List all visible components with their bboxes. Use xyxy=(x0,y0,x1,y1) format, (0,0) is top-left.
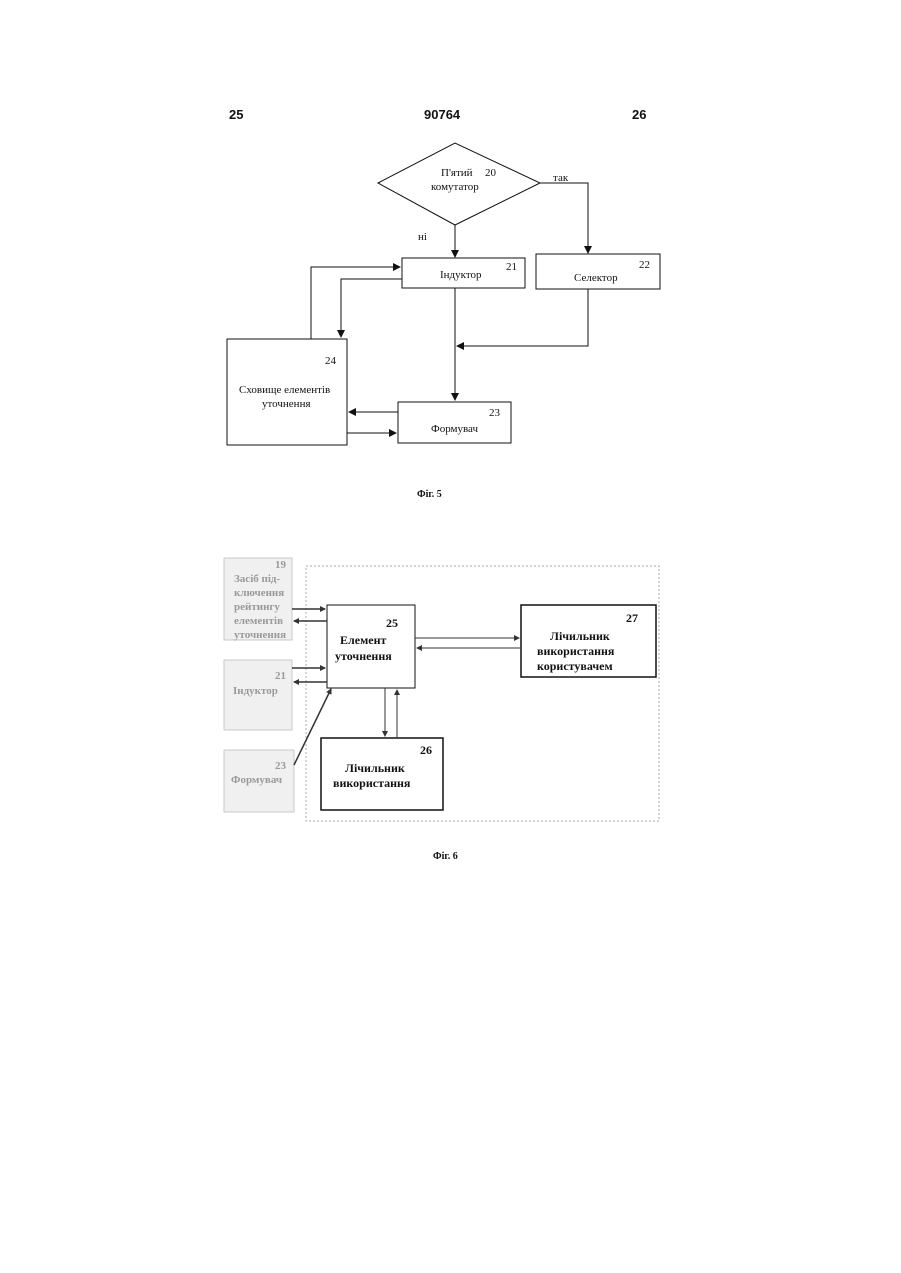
storage-line1: Сховище елементів xyxy=(239,384,330,396)
fig5-caption: Фіг. 5 xyxy=(417,489,442,500)
user-usage-counter-line1: Лічильник xyxy=(550,629,610,643)
rating-tool-line1: Засіб під- xyxy=(234,573,280,585)
arrow-selector-to-former xyxy=(457,289,588,346)
selector-number: 22 xyxy=(639,259,650,271)
user-usage-counter-line3: користувачем xyxy=(537,659,613,673)
inductor-grey-number: 21 xyxy=(275,670,286,682)
arrow-commutator-to-selector xyxy=(540,183,588,253)
usage-counter-number: 26 xyxy=(420,743,432,757)
selector-label: Селектор xyxy=(574,272,618,284)
rating-tool-number: 19 xyxy=(275,559,287,571)
storage-line2: уточнення xyxy=(262,398,311,410)
former-grey-label: Формувач xyxy=(231,774,282,786)
former-number: 23 xyxy=(489,407,501,419)
rating-tool-line3: рейтингу xyxy=(234,601,280,613)
refinement-element-number: 25 xyxy=(386,616,398,630)
commutator-line2: комутатор xyxy=(431,181,479,193)
commutator-line1: П'ятий xyxy=(441,167,473,179)
fig5-diagram: П'ятий 20 комутатор так ні Індуктор 21 С… xyxy=(227,143,660,500)
refinement-element-line1: Елемент xyxy=(340,633,386,647)
inductor-number: 21 xyxy=(506,261,517,273)
former-label: Формувач xyxy=(431,423,478,435)
arrow-inductor-to-storage xyxy=(341,279,402,337)
rating-tool-line5: уточнення xyxy=(234,629,286,641)
fig6-caption: Фіг. 6 xyxy=(433,851,458,862)
user-usage-counter-number: 27 xyxy=(626,611,638,625)
refinement-element-line2: уточнення xyxy=(335,649,392,663)
storage-number: 24 xyxy=(325,355,337,367)
inductor-grey-label: Індуктор xyxy=(233,685,278,697)
rating-tool-line2: ключення xyxy=(234,587,284,599)
branch-no-label: ні xyxy=(418,231,427,243)
usage-counter-line1: Лічильник xyxy=(345,761,405,775)
user-usage-counter-line2: використання xyxy=(537,644,615,658)
rating-tool-line4: елементів xyxy=(234,615,283,627)
commutator-number: 20 xyxy=(485,167,497,179)
inductor-label: Індуктор xyxy=(440,269,482,281)
branch-yes-label: так xyxy=(553,172,569,184)
fig6-diagram: 19 Засіб під- ключення рейтингу елементі… xyxy=(224,558,659,862)
usage-counter-line2: використання xyxy=(333,776,411,790)
former-grey-number: 23 xyxy=(275,760,287,772)
arrow-storage-to-inductor xyxy=(311,267,400,339)
